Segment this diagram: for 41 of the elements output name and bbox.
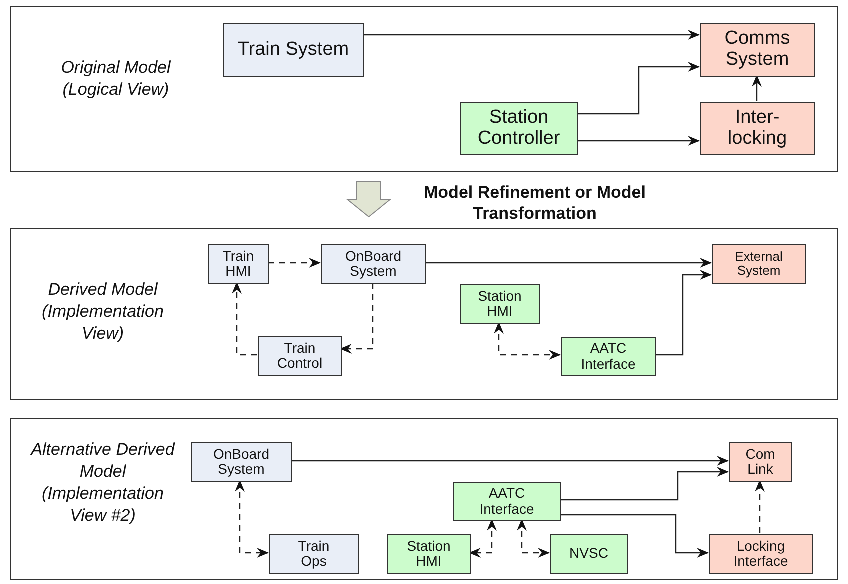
model-panel <box>10 6 838 172</box>
component-box: Com Link <box>729 442 792 482</box>
arrow <box>577 62 700 115</box>
component-box: Train HMI <box>208 244 269 284</box>
dashed-arrow <box>517 519 550 558</box>
component-box: Comms System <box>700 23 815 77</box>
dashed-arrow <box>340 283 374 354</box>
component-box: Station HMI <box>460 284 540 324</box>
component-box: NVSC <box>550 534 628 574</box>
component-box: AATC Interface <box>453 482 561 521</box>
dashed-arrow <box>469 519 497 558</box>
arrow <box>577 136 700 146</box>
arrow <box>560 514 709 558</box>
transformation-label: Model Refinement or Model Transformation <box>423 182 647 224</box>
panel-title: Alternative Derived Model (Implementation View #2) <box>30 439 176 528</box>
dashed-arrow <box>755 480 765 533</box>
component-box: Inter- locking <box>700 102 815 155</box>
arrow <box>752 75 762 101</box>
arrow <box>291 456 729 466</box>
component-box: Locking Interface <box>709 534 813 574</box>
component-box: Train System <box>223 23 364 77</box>
dashed-arrow <box>494 322 561 360</box>
component-box: Train Control <box>258 336 342 376</box>
dashed-arrow <box>235 480 269 558</box>
arrow <box>363 30 700 40</box>
component-box: AATC Interface <box>561 337 656 376</box>
arrow <box>655 270 712 356</box>
panel-title: Derived Model (Implementation View) <box>41 279 165 346</box>
arrow <box>560 467 729 501</box>
model-panel <box>10 228 838 400</box>
component-box: OnBoard System <box>321 244 426 284</box>
component-box: OnBoard System <box>191 442 292 482</box>
component-box: Station Controller <box>460 102 578 155</box>
model-panel <box>10 418 838 580</box>
component-box: Train Ops <box>269 534 359 574</box>
component-box: External System <box>712 244 806 284</box>
dashed-arrow <box>268 258 321 268</box>
component-box: Station HMI <box>387 534 471 574</box>
dashed-arrow <box>232 282 257 356</box>
panel-title: Original Model (Logical View) <box>60 57 172 102</box>
arrow <box>425 258 712 268</box>
